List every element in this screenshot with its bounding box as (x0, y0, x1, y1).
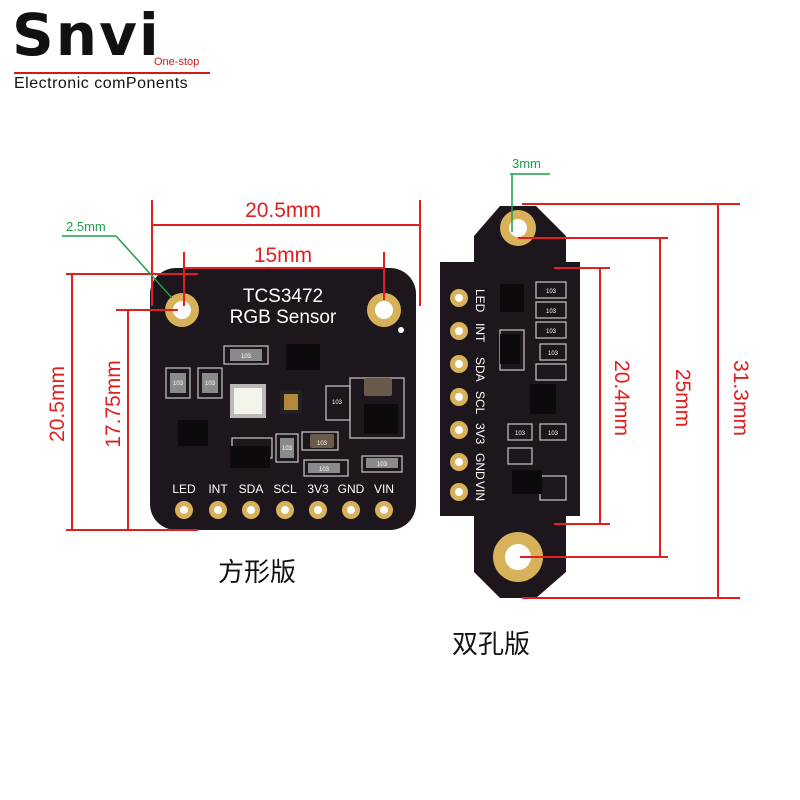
square-hole-callout (62, 235, 173, 299)
svg-text:103: 103 (546, 289, 557, 295)
double-pin-pads (450, 289, 468, 501)
double-pin-label-led: LED (473, 289, 487, 313)
square-pin-pads (175, 501, 393, 519)
svg-text:103: 103 (546, 309, 557, 315)
square-board-subtitle: RGB Sensor (230, 307, 337, 328)
dim-square-width: 20.5mm (245, 199, 321, 222)
square-resistor-labels: 103 103 103 103 103 103 103 103 (173, 354, 388, 473)
square-board: TCS3472 RGB Sensor (150, 268, 416, 530)
double-pin-label-vin: VIN (473, 481, 487, 501)
dim-square-height: 20.5mm (46, 366, 69, 442)
dim-square-hole-to-pins: 17.75mm (102, 360, 125, 448)
pin-label-scl: SCL (273, 482, 297, 496)
double-hole-callout (510, 173, 550, 232)
white-led (230, 384, 266, 418)
square-component-bodies (178, 344, 398, 468)
dim-square-hole-offset: 2.5mm (66, 219, 106, 234)
pin-label-gnd: GND (338, 482, 365, 496)
svg-text:103: 103 (241, 354, 252, 360)
dim-double-total-length: 31.3mm (729, 360, 752, 436)
brand-underline (14, 72, 210, 74)
tcs3472-sensor-chip (280, 390, 302, 414)
dim-square-hole-spacing: 15mm (254, 244, 312, 267)
svg-text:103: 103 (317, 441, 328, 447)
svg-text:103: 103 (377, 462, 388, 468)
double-board-caption: 双孔版 (452, 630, 531, 660)
svg-text:103: 103 (173, 381, 184, 387)
pin-label-sda: SDA (239, 482, 264, 496)
double-mount-hole-top (500, 210, 536, 246)
double-pin-label-3v3: 3V3 (473, 423, 487, 445)
svg-text:103: 103 (282, 446, 293, 452)
dim-double-hole-offset: 3mm (512, 156, 541, 171)
square-dimensions (66, 200, 421, 531)
svg-text:103: 103 (546, 329, 557, 335)
double-pin-labels: LED INT SDA SCL 3V3 GND VIN (473, 289, 487, 501)
square-fiducial (398, 327, 404, 333)
square-passives (170, 349, 398, 473)
double-components (499, 281, 567, 501)
dim-double-pin-span: 20.4mm (610, 360, 633, 436)
square-pin-labels: LED INT SDA SCL 3V3 GND VIN (172, 482, 394, 496)
pin-label-int: INT (208, 482, 228, 496)
brand-tag: One-stop (154, 56, 200, 68)
double-pin-label-int: INT (473, 323, 487, 343)
square-board-title: TCS3472 (243, 286, 323, 307)
svg-text:103: 103 (332, 400, 343, 406)
svg-text:103: 103 (319, 467, 330, 473)
pin-label-led: LED (172, 482, 196, 496)
square-mount-hole-left (165, 293, 199, 327)
pin-label-3v3: 3V3 (307, 482, 329, 496)
svg-text:103: 103 (548, 351, 559, 357)
svg-text:103: 103 (205, 381, 216, 387)
double-pin-label-sda: SDA (473, 357, 487, 382)
double-pin-label-gnd: GND (473, 453, 487, 480)
double-dimensions (518, 203, 740, 599)
double-resistor-labels: 103 103 103 103 103 103 (515, 289, 559, 437)
double-component-bodies (500, 284, 556, 494)
double-hole-board: LED INT SDA SCL 3V3 GND VIN (440, 206, 580, 598)
svg-text:103: 103 (515, 431, 526, 437)
double-mount-hole-bottom (493, 532, 543, 582)
pin-label-vin: VIN (374, 482, 394, 496)
double-pin-label-scl: SCL (473, 391, 487, 415)
dim-double-hole-spacing: 25mm (671, 369, 694, 427)
square-board-caption: 方形版 (218, 558, 297, 588)
square-mount-hole-right (367, 293, 401, 327)
brand-tagline: Electronic comPonents (14, 75, 189, 92)
svg-text:103: 103 (548, 431, 559, 437)
brand-name: Snvi (12, 1, 161, 69)
